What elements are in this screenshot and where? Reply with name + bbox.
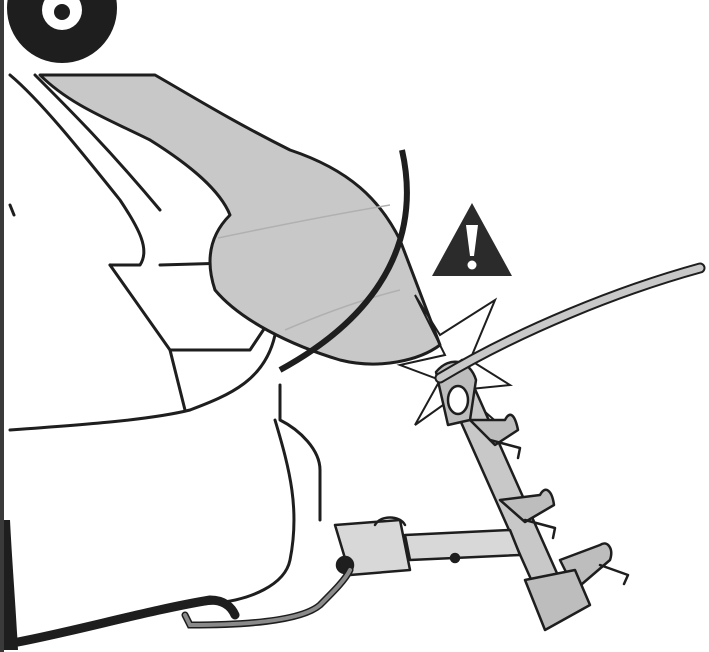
panel-border xyxy=(0,0,4,652)
warning-triangle-icon xyxy=(432,203,512,276)
step-badge xyxy=(7,0,117,63)
bike-tire xyxy=(434,262,706,384)
car-body xyxy=(8,73,322,607)
hitch-receiver xyxy=(181,566,354,629)
open-hatch xyxy=(38,73,442,373)
car-bumper xyxy=(4,520,240,650)
bike-rack xyxy=(333,358,630,632)
